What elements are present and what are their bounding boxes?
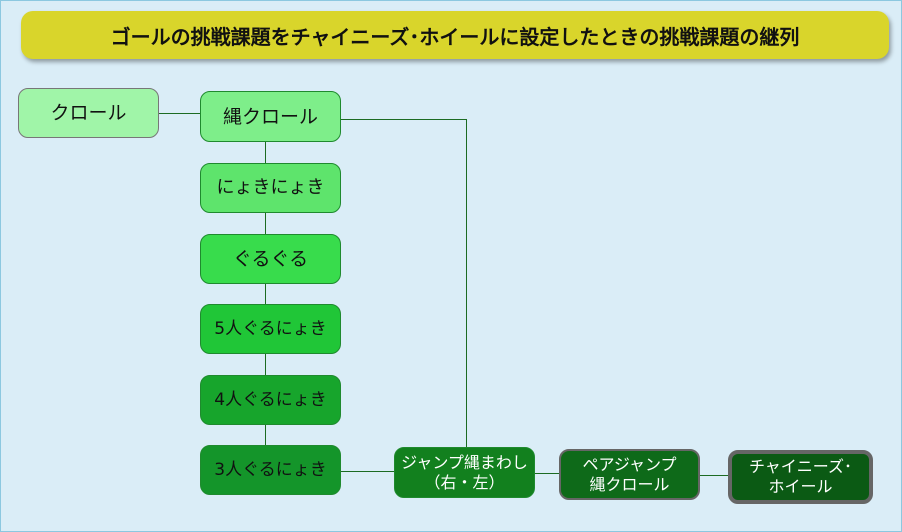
node-rope-crawl: 縄クロール — [200, 91, 341, 142]
node-guru: ぐるぐる — [200, 234, 341, 284]
node-jump-rope: ジャンプ縄まわし（右・左） — [394, 447, 535, 498]
node-label: （右・左） — [424, 472, 505, 492]
diagram-title: ゴールの挑戦課題をチャイニーズ･ホイールに設定したときの挑戦課題の継列 — [21, 11, 889, 59]
connector — [700, 475, 728, 476]
node-label: 5人ぐるにょき — [214, 319, 327, 339]
node-chinese-wheel: チャイニーズ･ホイール — [728, 450, 873, 504]
node-label: ジャンプ縄まわし — [401, 452, 528, 472]
node-label: チャイニーズ･ — [748, 457, 853, 476]
node-label: ホイール — [768, 477, 833, 496]
node-label: 縄クロール — [589, 474, 670, 494]
node-label: クロール — [50, 102, 127, 124]
node-four: 4人ぐるにょき — [200, 375, 341, 425]
node-pair-jump: ペアジャンプ縄クロール — [559, 449, 700, 500]
node-crawl: クロール — [18, 88, 159, 138]
node-label: 3人ぐるにょき — [214, 460, 327, 480]
connector — [535, 473, 559, 474]
node-three: 3人ぐるにょき — [200, 445, 341, 495]
connector — [341, 119, 466, 120]
connector — [466, 119, 467, 447]
node-five: 5人ぐるにょき — [200, 304, 341, 354]
node-label: ぐるぐる — [232, 248, 309, 270]
node-nyoki: にょきにょき — [200, 163, 341, 213]
node-label: 4人ぐるにょき — [214, 390, 327, 410]
connector — [158, 113, 200, 114]
connector — [265, 142, 266, 445]
connector — [341, 471, 394, 472]
node-label: 縄クロール — [222, 105, 318, 128]
node-label: にょきにょき — [216, 177, 325, 198]
node-label: ペアジャンプ — [582, 454, 677, 474]
